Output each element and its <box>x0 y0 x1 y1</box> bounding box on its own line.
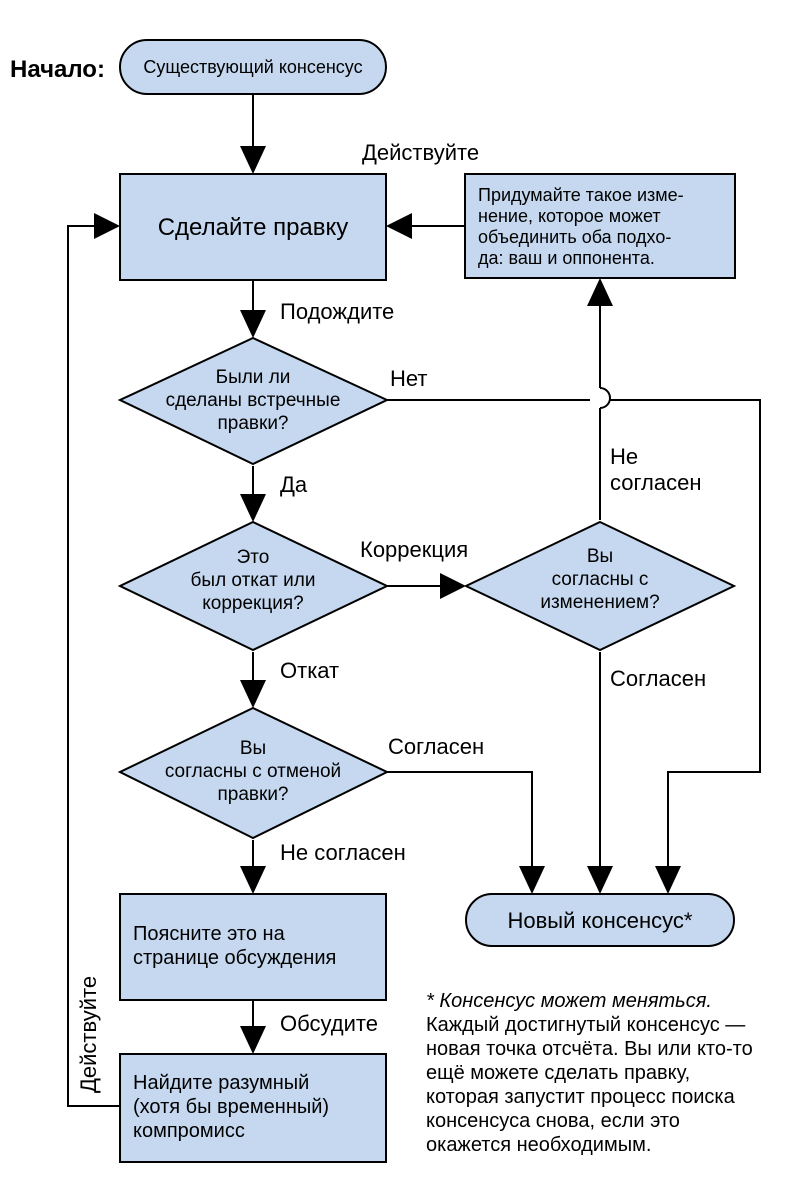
footnote: * Консенсус может меняться. Каждый дости… <box>426 990 753 1156</box>
footnote-line: которая запустит процесс поиска <box>426 1086 736 1108</box>
edge-label-disagree: Не <box>610 444 638 469</box>
node-find-compromise-line: компромисс <box>133 1120 245 1142</box>
footnote-line: ещё можете сделать правку, <box>426 1062 690 1084</box>
node-new-consensus: Новый консенсус* <box>465 893 735 947</box>
node-existing-consensus-label: Существующий консенсус <box>143 57 362 77</box>
edge-label-agree: Согласен <box>610 666 706 691</box>
decision-revert-or-correction-line: Это <box>237 547 270 568</box>
arrow-down-icon <box>587 866 613 894</box>
node-compromise-idea-line: да: ваш и оппонента. <box>478 248 655 268</box>
edge-label-yes: Да <box>280 472 308 497</box>
footnote-line: окажется необходимым. <box>426 1134 651 1156</box>
arrow-down-icon <box>240 310 266 338</box>
edge-label-wait: Подождите <box>280 299 394 324</box>
node-compromise-idea: Придумайте такое изме- нение, которое мо… <box>464 173 736 279</box>
footnote-line: новая точка отсчёта. Вы или кто-то <box>426 1038 753 1060</box>
decision-counter-edits-line: сделаны встречные <box>166 390 341 411</box>
node-find-compromise-line: (хотя бы временный) <box>133 1096 329 1118</box>
node-explain-talk-line: странице обсуждения <box>133 947 336 969</box>
decision-agree-revert-line: правки? <box>217 784 288 805</box>
decision-counter-edits-line: правки? <box>217 413 288 434</box>
node-compromise-idea-line: объединить оба подхо- <box>478 227 671 247</box>
arrow-up-icon <box>587 278 613 306</box>
arrow-down-icon <box>655 866 681 894</box>
edge-label-act-left: Действуйте <box>76 976 101 1093</box>
arrow-right-icon <box>440 573 466 599</box>
decision-counter-edits-line: Были ли <box>216 367 291 388</box>
decision-agree-change-line: согласны с <box>552 569 649 590</box>
decision-agree-change-line: изменением? <box>540 592 659 613</box>
footnote-line: консенсуса снова, если это <box>426 1110 680 1132</box>
footnote-line: Каждый достигнутый консенсус — <box>426 1014 745 1036</box>
decision-revert-or-correction: Это был откат или коррекция? <box>117 520 390 652</box>
edge-label-revert: Откат <box>280 658 339 683</box>
decision-agree-revert: Вы согласны с отменой правки? <box>117 706 390 840</box>
decision-agree-change-line: Вы <box>587 546 613 567</box>
node-make-edit-label: Сделайте правку <box>158 214 349 241</box>
decision-agree-change: Вы согласны с изменением? <box>463 520 737 652</box>
arrow-right-icon <box>94 213 120 239</box>
edge-label-disagree-revert: Не согласен <box>280 840 406 865</box>
decision-counter-edits: Были ли сделаны встречные правки? <box>117 336 390 466</box>
node-compromise-idea-line: Придумайте такое изме- <box>478 185 684 205</box>
arrow-down-icon <box>519 866 545 894</box>
node-new-consensus-label: Новый консенсус* <box>508 908 693 933</box>
node-explain-talk-line: Поясните это на <box>133 923 286 945</box>
node-find-compromise: Найдите разумный (хотя бы временный) ком… <box>119 1053 387 1163</box>
start-label: Начало: <box>10 56 105 83</box>
decision-agree-revert-line: согласны с отменой <box>165 761 341 782</box>
decision-revert-or-correction-line: был откат или <box>191 570 316 591</box>
arrow-down-icon <box>240 1026 266 1054</box>
edge-label-act: Действуйте <box>362 140 479 165</box>
edge-label-disagree: согласен <box>610 470 701 495</box>
node-compromise-idea-line: нение, которое может <box>478 206 661 226</box>
edge-label-agree-revert: Согласен <box>388 734 484 759</box>
arrow-down-icon <box>240 146 266 174</box>
arrow-down-icon <box>240 680 266 708</box>
edge-label-discuss: Обсудите <box>280 1011 378 1036</box>
connectors <box>67 94 761 1107</box>
decision-revert-or-correction-line: коррекция? <box>202 593 303 614</box>
footnote-title: * Консенсус может меняться. <box>426 990 712 1012</box>
arrow-left-icon <box>386 213 412 239</box>
edge-label-correction: Коррекция <box>360 537 468 562</box>
arrow-down-icon <box>240 494 266 522</box>
node-find-compromise-line: Найдите разумный <box>133 1072 309 1094</box>
edge-label-no: Нет <box>390 366 427 391</box>
node-existing-consensus: Существующий консенсус <box>119 39 387 95</box>
node-explain-talk: Поясните это на странице обсуждения <box>119 893 387 1001</box>
arrow-down-icon <box>240 866 266 894</box>
arrowheads <box>94 146 681 1054</box>
decision-agree-revert-line: Вы <box>240 738 266 759</box>
node-make-edit: Сделайте правку <box>119 173 387 281</box>
